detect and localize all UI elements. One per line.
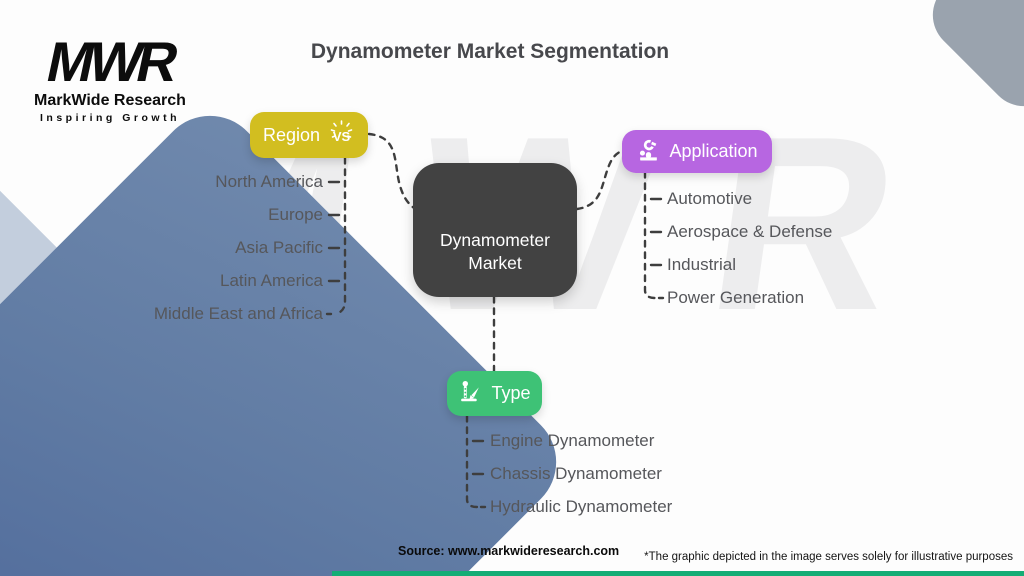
region-button: Region VS [250,112,368,158]
segment-item: Engine Dynamometer [490,431,655,450]
accent-bottom-bar [332,571,1024,576]
segment-item: Europe [268,205,323,224]
disclaimer-text: *The graphic depicted in the image serve… [644,551,1013,563]
logo-tagline: Inspiring Growth [40,112,180,124]
segment-item: Automotive [667,189,753,208]
segment-item: Hydraulic Dynamometer [490,497,673,516]
logo-name: MarkWide Research [34,92,186,109]
vs-burst-icon: VS [328,119,355,151]
segment-item: North America [215,172,323,191]
segment-item: Industrial [667,255,736,274]
segment-item: Middle East and Africa [153,304,323,323]
segment-item: Chassis Dynamometer [490,464,662,483]
segment-item: Power Generation [667,288,805,307]
svg-text:VS: VS [333,129,351,144]
center-node-label: Dynamometer Market [440,230,550,273]
page-title: Dynamometer Market Segmentation [310,40,670,63]
segment-item: Asia Pacific [235,238,323,257]
logo-monogram: MWR [40,30,180,93]
center-node: Dynamometer Market [413,163,577,297]
type-label: Type [491,383,531,403]
segment-item: Latin America [220,271,323,290]
segment-item: Aerospace & Defense [667,222,833,241]
application-label: Application [669,141,758,161]
gear-lever-icon [458,379,483,409]
source-text: Source: www.markwideresearch.com [398,544,620,558]
robot-arm-icon [636,137,661,167]
markwide-logo: MWR MarkWide Research Inspiring Growth [28,30,192,124]
application-button: Application [622,130,772,173]
region-label: Region [262,124,321,145]
type-button: Type [447,371,542,416]
